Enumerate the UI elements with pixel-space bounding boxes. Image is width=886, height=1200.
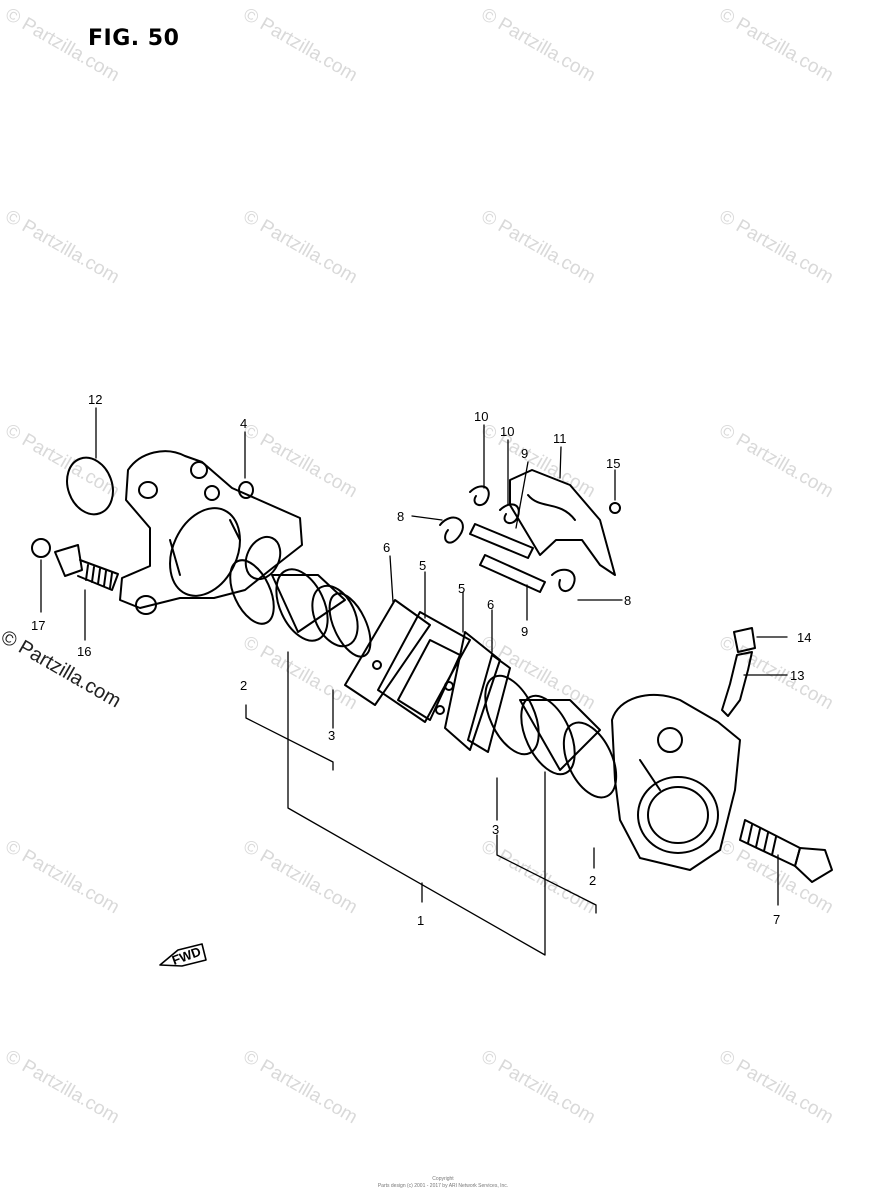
callout-3: 3 bbox=[328, 728, 335, 743]
pad-spring-11 bbox=[509, 469, 616, 576]
callout-8: 8 bbox=[397, 509, 404, 524]
callout-13: 13 bbox=[790, 668, 804, 683]
clip-8b bbox=[551, 568, 576, 592]
piston-right bbox=[519, 694, 601, 776]
callout-17: 17 bbox=[31, 618, 45, 633]
callout-4: 4 bbox=[240, 416, 247, 431]
callout-5: 5 bbox=[419, 558, 426, 573]
caliper-body bbox=[611, 693, 741, 871]
callout-2: 2 bbox=[589, 873, 596, 888]
figure-title: FIG. 50 bbox=[88, 26, 180, 51]
clip-10a bbox=[469, 485, 490, 507]
caliper-bracket bbox=[119, 450, 303, 615]
callout-11: 11 bbox=[553, 431, 567, 446]
callout-7: 7 bbox=[773, 912, 780, 927]
shim-6-right bbox=[467, 654, 511, 753]
pin-9b bbox=[479, 554, 546, 593]
cap-14 bbox=[733, 627, 756, 653]
screw-15 bbox=[609, 502, 621, 514]
bolt-shank-16 bbox=[77, 559, 119, 591]
footer-copyright: Copyright bbox=[432, 1176, 454, 1182]
callout-5: 5 bbox=[458, 581, 465, 596]
pad-5-left bbox=[377, 611, 471, 723]
bleeder-13 bbox=[721, 651, 753, 717]
callout-10: 10 bbox=[474, 409, 488, 424]
callout-10: 10 bbox=[500, 424, 514, 439]
callout-14: 14 bbox=[797, 630, 811, 645]
seal-2-right bbox=[484, 674, 540, 756]
shim-6-left bbox=[344, 599, 431, 706]
callout-15: 15 bbox=[606, 456, 620, 471]
pin-9a bbox=[469, 523, 534, 559]
callout-12: 12 bbox=[88, 392, 102, 407]
piston-left bbox=[271, 568, 359, 648]
fwd-arrow bbox=[159, 943, 207, 967]
callout-1: 1 bbox=[417, 913, 424, 928]
cap-disc-12 bbox=[66, 456, 114, 516]
nut-17 bbox=[31, 538, 51, 558]
callout-3: 3 bbox=[492, 822, 499, 837]
callout-16: 16 bbox=[77, 644, 91, 659]
callout-8: 8 bbox=[624, 593, 631, 608]
bolt-head-16 bbox=[54, 544, 83, 577]
callout-6: 6 bbox=[487, 597, 494, 612]
footer-credit: Parts design (c) 2001 - 2017 by ARI Netw… bbox=[377, 1183, 509, 1189]
callout-2: 2 bbox=[240, 678, 247, 693]
callout-9: 9 bbox=[521, 624, 528, 639]
seal-2-left bbox=[229, 559, 275, 625]
callout-6: 6 bbox=[383, 540, 390, 555]
clip-8a bbox=[439, 516, 464, 544]
callout-9: 9 bbox=[521, 446, 528, 461]
nut-4 bbox=[238, 481, 254, 499]
seal-3-left bbox=[328, 592, 372, 658]
